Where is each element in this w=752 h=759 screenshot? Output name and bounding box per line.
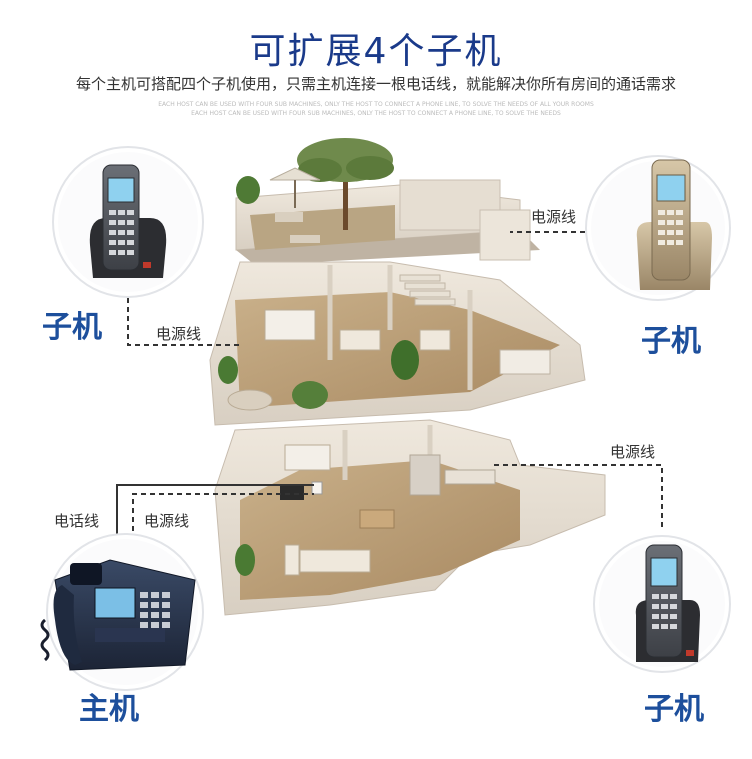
power-line-base-cable bbox=[132, 493, 314, 540]
power-line-left-cable bbox=[127, 298, 240, 346]
fine-print-2: EACH HOST CAN BE USED WITH FOUR SUB MACH… bbox=[191, 110, 561, 117]
base-unit-label: 主机 bbox=[79, 692, 139, 727]
house-ground-level bbox=[214, 419, 606, 616]
base-unit bbox=[40, 533, 204, 691]
cables bbox=[116, 231, 663, 540]
handset-right-top-label: 子机 bbox=[641, 324, 701, 359]
fine-print-1: EACH HOST CAN BE USED WITH FOUR SUB MACH… bbox=[158, 101, 594, 108]
page-title: 可扩展4个子机 bbox=[249, 31, 503, 72]
power-line-base-label: 电源线 bbox=[144, 512, 190, 530]
handset-right-top bbox=[585, 155, 731, 301]
handset-right-bottom bbox=[593, 535, 731, 673]
power-line-right-cable bbox=[490, 464, 663, 527]
handset-left-label: 子机 bbox=[42, 310, 102, 345]
power-line-left-label: 电源线 bbox=[156, 325, 202, 343]
handset-right-bottom-label: 子机 bbox=[644, 692, 704, 727]
phone-line-cable bbox=[116, 484, 314, 540]
house-middle-level bbox=[209, 261, 586, 426]
power-line-right-label: 电源线 bbox=[610, 443, 656, 461]
power-line-top-label: 电源线 bbox=[531, 208, 577, 226]
handset-left bbox=[52, 146, 204, 298]
house-roof-level bbox=[235, 138, 540, 265]
page-subtitle: 每个主机可搭配四个子机使用，只需主机连接一根电话线，就能解决你所有房间的通话需求 bbox=[75, 75, 676, 93]
phone-line-label: 电话线 bbox=[54, 512, 100, 530]
